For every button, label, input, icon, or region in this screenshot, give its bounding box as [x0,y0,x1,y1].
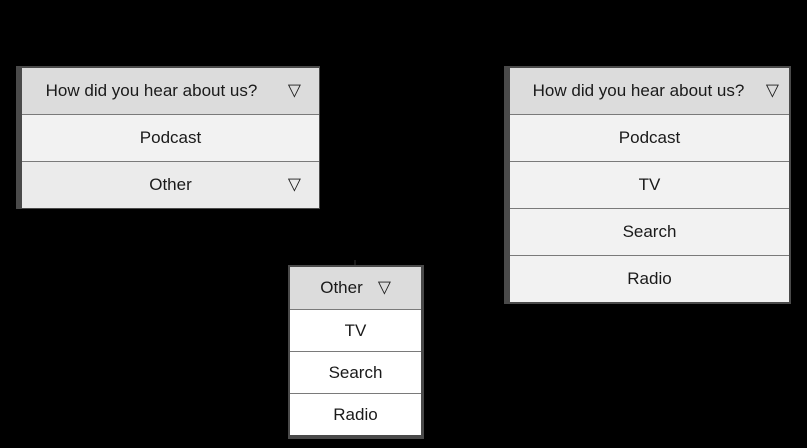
option-search[interactable]: Search [290,351,421,393]
dropdown-header[interactable]: How did you hear about us? ▽ [22,68,319,114]
dropdown-header-label: How did you hear about us? [45,81,258,100]
dropdown-collapsed: How did you hear about us? ▽ Podcast Oth… [16,66,320,209]
option-other[interactable]: Other ▽ [22,161,319,208]
triangle-down-icon: ▽ [377,277,391,298]
triangle-down-icon: ▽ [765,80,779,101]
option-label: Podcast [618,128,681,147]
dropdown-header-label: Other [320,278,363,297]
dropdown-header-label: How did you hear about us? [532,81,745,100]
option-podcast[interactable]: Podcast [22,114,319,161]
triangle-down-icon: ▽ [287,80,301,101]
option-label: Search [622,222,677,241]
dropdown-expanded: How did you hear about us? ▽ Podcast TV … [504,66,791,304]
option-label: Other [149,175,192,194]
option-tv[interactable]: TV [290,309,421,351]
option-label: Podcast [139,128,202,147]
option-podcast[interactable]: Podcast [510,114,789,161]
dropdown-other: Other ▽ TV Search Radio [288,265,424,439]
option-radio[interactable]: Radio [290,393,421,435]
option-label: TV [344,320,367,340]
connector-line [354,260,356,266]
option-label: Radio [333,404,378,424]
option-tv[interactable]: TV [510,161,789,208]
option-radio[interactable]: Radio [510,255,789,302]
triangle-down-icon: ▽ [287,174,301,195]
option-search[interactable]: Search [510,208,789,255]
option-label: Radio [627,269,672,288]
dropdown-header[interactable]: How did you hear about us? ▽ [510,68,789,114]
option-label: Search [328,362,383,382]
option-label: TV [638,175,661,194]
dropdown-header[interactable]: Other ▽ [290,267,421,309]
